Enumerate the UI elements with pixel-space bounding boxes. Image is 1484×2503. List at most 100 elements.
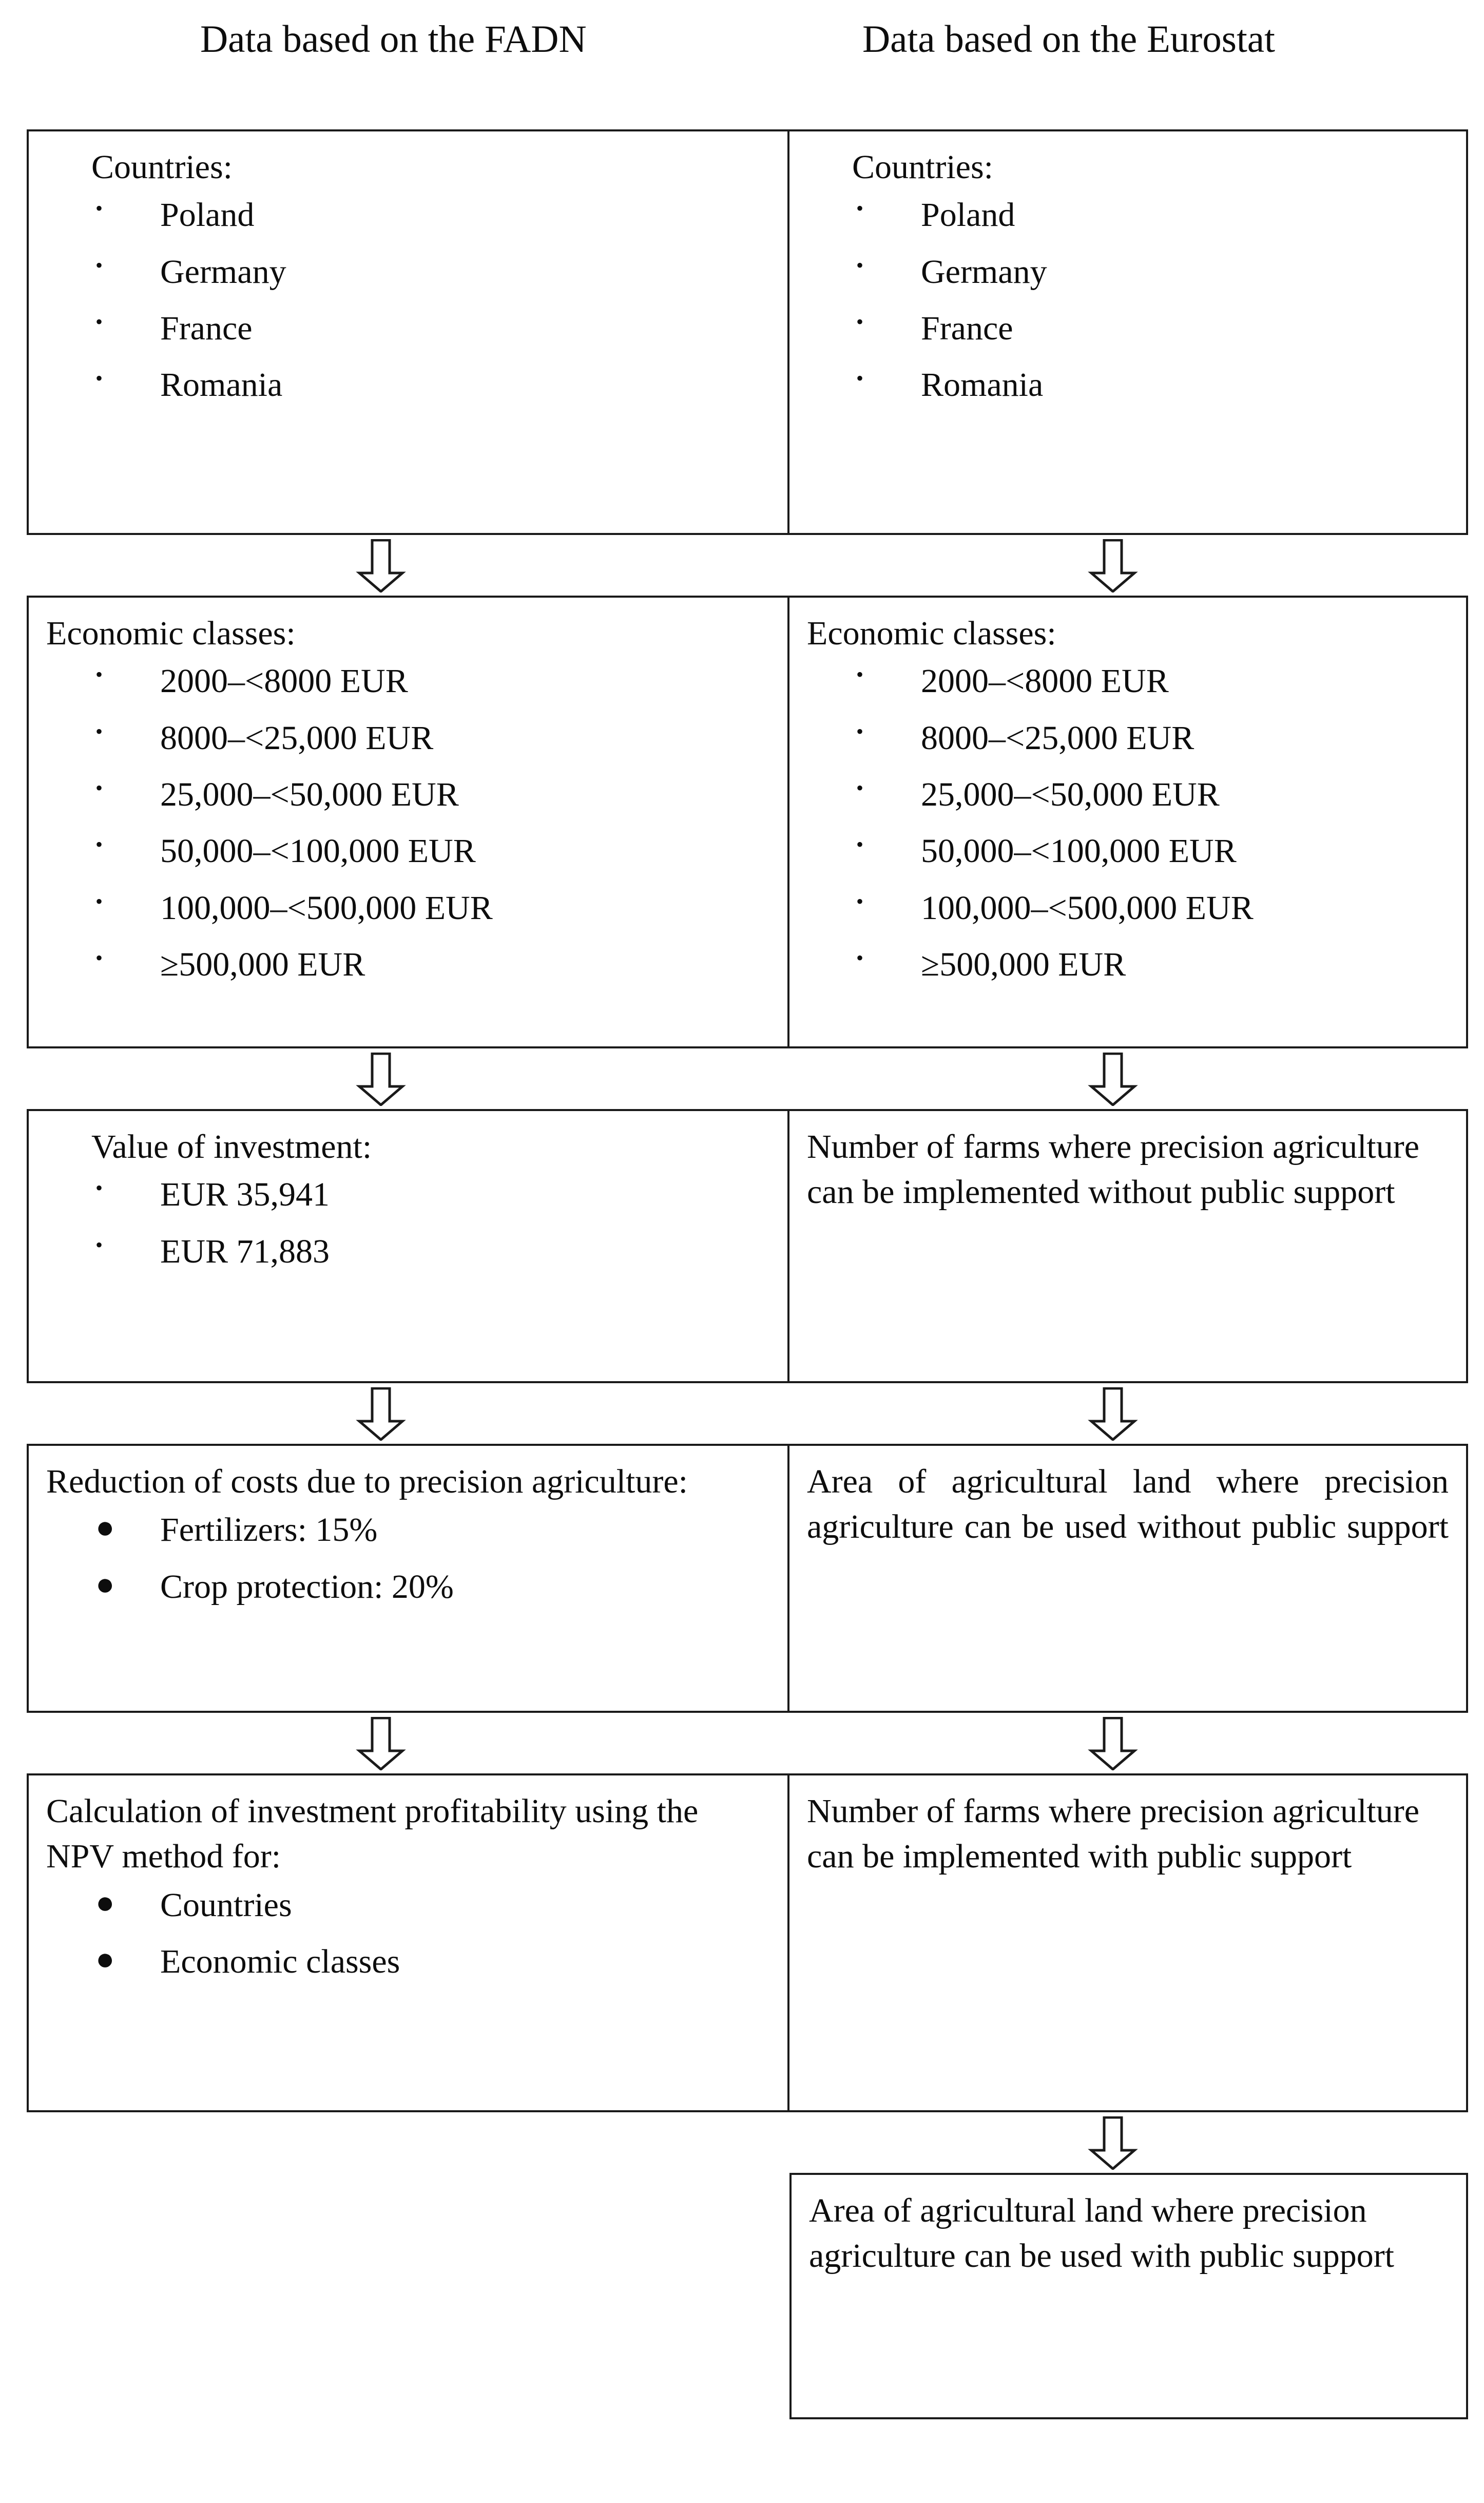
box-text: Reduction of costs due to precision agri… (46, 1463, 688, 1500)
list-item: •8000–<25,000 EUR (46, 716, 770, 761)
bullet-icon: • (95, 776, 103, 799)
bullet-icon: • (856, 367, 864, 390)
list-item-label: 25,000–<50,000 EUR (160, 775, 459, 813)
list-item: •Poland (807, 193, 1449, 238)
bullet-icon: • (856, 719, 864, 743)
list-item: •100,000–<500,000 EUR (807, 886, 1449, 931)
box-title: Countries: (852, 148, 993, 186)
bullet-icon: • (95, 833, 103, 856)
bullet-icon: • (856, 776, 864, 799)
list-item: •France (46, 306, 770, 351)
list-item-label: France (921, 309, 1013, 347)
list-item-label: Countries (160, 1886, 292, 1924)
list-item-label: Economic classes (160, 1943, 400, 1981)
list-item: •25,000–<50,000 EUR (807, 772, 1449, 817)
list-item-label: Germany (921, 253, 1047, 291)
flow-row-economic-classes: Economic classes: •2000–<8000 EUR •8000–… (27, 596, 1468, 1048)
box-text: Calculation of investment profitability … (46, 1792, 699, 1876)
box-title: Economic classes: (807, 615, 1056, 652)
bullet-icon: • (856, 946, 864, 970)
list-item: •2000–<8000 EUR (807, 659, 1449, 704)
list-item: •Poland (46, 193, 770, 238)
bullet-list: ● Fertilizers: 15% ● Crop protection: 20% (46, 1507, 770, 1610)
list-item: •EUR 35,941 (46, 1172, 770, 1217)
list-item-label: 2000–<8000 EUR (160, 662, 408, 700)
down-arrow-icon (355, 1717, 407, 1770)
bullet-icon: • (856, 310, 864, 333)
column-headers: Data based on the FADN Data based on the… (0, 0, 1484, 128)
list-item: • ≥500,000 EUR (807, 942, 1449, 987)
box-text: Number of farms where precision agricult… (807, 1792, 1420, 1876)
list-item: ● Fertilizers: 15% (46, 1507, 770, 1553)
flow-box-area-without-support: Area of agricultural land where precisio… (787, 1446, 1466, 1711)
flow-box-farms-with-support: Number of farms where precision agricult… (787, 1775, 1466, 2110)
list-item: • 50,000–<100,000 EUR (807, 829, 1449, 874)
down-arrow-icon (1087, 1387, 1139, 1441)
bullet-icon: ● (95, 1942, 115, 1977)
box-text: Number of farms where precision agricult… (807, 1128, 1420, 1211)
bullet-icon: ● (95, 1885, 115, 1920)
list-item-label: 100,000–<500,000 EUR (160, 889, 493, 927)
flow-box-area-with-support: Area of agricultural land where precisio… (792, 2175, 1466, 2417)
list-item-label: Crop protection: 20% (160, 1568, 454, 1606)
list-item-label: Romania (160, 366, 283, 404)
down-arrow-icon (355, 1053, 407, 1106)
bullet-icon: • (95, 310, 103, 333)
down-arrow-icon (1087, 1053, 1139, 1106)
flow-row-investment-value: Value of investment: •EUR 35,941 •EUR 71… (27, 1109, 1468, 1383)
bullet-icon: • (95, 946, 103, 970)
list-item: ● Countries (46, 1883, 770, 1928)
list-item-label: Romania (921, 366, 1044, 404)
box-text: Area of agricultural land where precisio… (807, 1463, 1449, 1546)
bullet-list: •Poland • Germany • France • Romania (807, 193, 1449, 408)
list-item-label: 50,000–<100,000 EUR (921, 832, 1237, 870)
column-header-fadn: Data based on the FADN (200, 18, 587, 61)
flow-box-eurostat-economic-classes: Economic classes: •2000–<8000 EUR •8000–… (787, 598, 1466, 1046)
column-header-eurostat: Data based on the Eurostat (862, 18, 1275, 61)
bullet-list: ● Countries ● Economic classes (46, 1883, 770, 1985)
list-item: • EUR 71,883 (46, 1229, 770, 1274)
list-item-label: Fertilizers: 15% (160, 1511, 378, 1549)
list-item: • 100,000–<500,000 EUR (46, 886, 770, 931)
bullet-list: •Poland • Germany •France • Romania (46, 193, 770, 408)
flow-box-fadn-economic-classes: Economic classes: •2000–<8000 EUR •8000–… (29, 598, 787, 1046)
bullet-icon: • (856, 253, 864, 277)
flow-row-area-with-support: Area of agricultural land where precisio… (789, 2173, 1468, 2419)
flow-row-cost-reduction: Reduction of costs due to precision agri… (27, 1444, 1468, 1713)
list-item-label: Poland (160, 196, 255, 234)
bullet-icon: ● (95, 1510, 115, 1545)
list-item-label: 2000–<8000 EUR (921, 662, 1169, 700)
flow-box-npv-calculation: Calculation of investment profitability … (29, 1775, 787, 2110)
flow-box-cost-reduction: Reduction of costs due to precision agri… (29, 1446, 787, 1711)
list-item: ● Economic classes (46, 1939, 770, 1984)
list-item: •50,000–<100,000 EUR (46, 829, 770, 874)
down-arrow-icon (355, 539, 407, 593)
list-item-label: 8000–<25,000 EUR (921, 719, 1194, 757)
list-item: • Germany (46, 250, 770, 295)
bullet-list: •2000–<8000 EUR •8000–<25,000 EUR •25,00… (807, 659, 1449, 988)
flow-box-eurostat-countries: Countries: •Poland • Germany • France • Rom… (787, 131, 1466, 533)
box-title: Economic classes: (46, 615, 296, 652)
list-item: • Romania (807, 362, 1449, 408)
list-item-label: ≥500,000 EUR (160, 946, 365, 984)
list-item: • 2000–<8000 EUR (46, 659, 770, 704)
flow-row-npv-calculation: Calculation of investment profitability … (27, 1773, 1468, 2112)
list-item: • ≥500,000 EUR (46, 942, 770, 987)
bullet-list: •2000–<8000 EUR •8000–<25,000 EUR •25,00… (46, 659, 770, 988)
flow-box-value-of-investment: Value of investment: •EUR 35,941 •EUR 71… (29, 1111, 787, 1381)
list-item-label: 8000–<25,000 EUR (160, 719, 434, 757)
bullet-icon: • (95, 1233, 103, 1256)
bullet-icon: • (95, 889, 103, 913)
list-item: • France (807, 306, 1449, 351)
list-item-label: Germany (160, 253, 286, 291)
bullet-icon: • (95, 663, 103, 686)
down-arrow-icon (1087, 1717, 1139, 1770)
bullet-icon: • (856, 833, 864, 856)
bullet-icon: • (95, 253, 103, 277)
bullet-icon: • (95, 1176, 103, 1200)
list-item-label: 100,000–<500,000 EUR (921, 889, 1254, 927)
list-item-label: EUR 71,883 (160, 1232, 330, 1270)
connector-row-4 (27, 1713, 1468, 1773)
connector-row-5 (789, 2112, 1468, 2173)
list-item-label: ≥500,000 EUR (921, 946, 1126, 984)
